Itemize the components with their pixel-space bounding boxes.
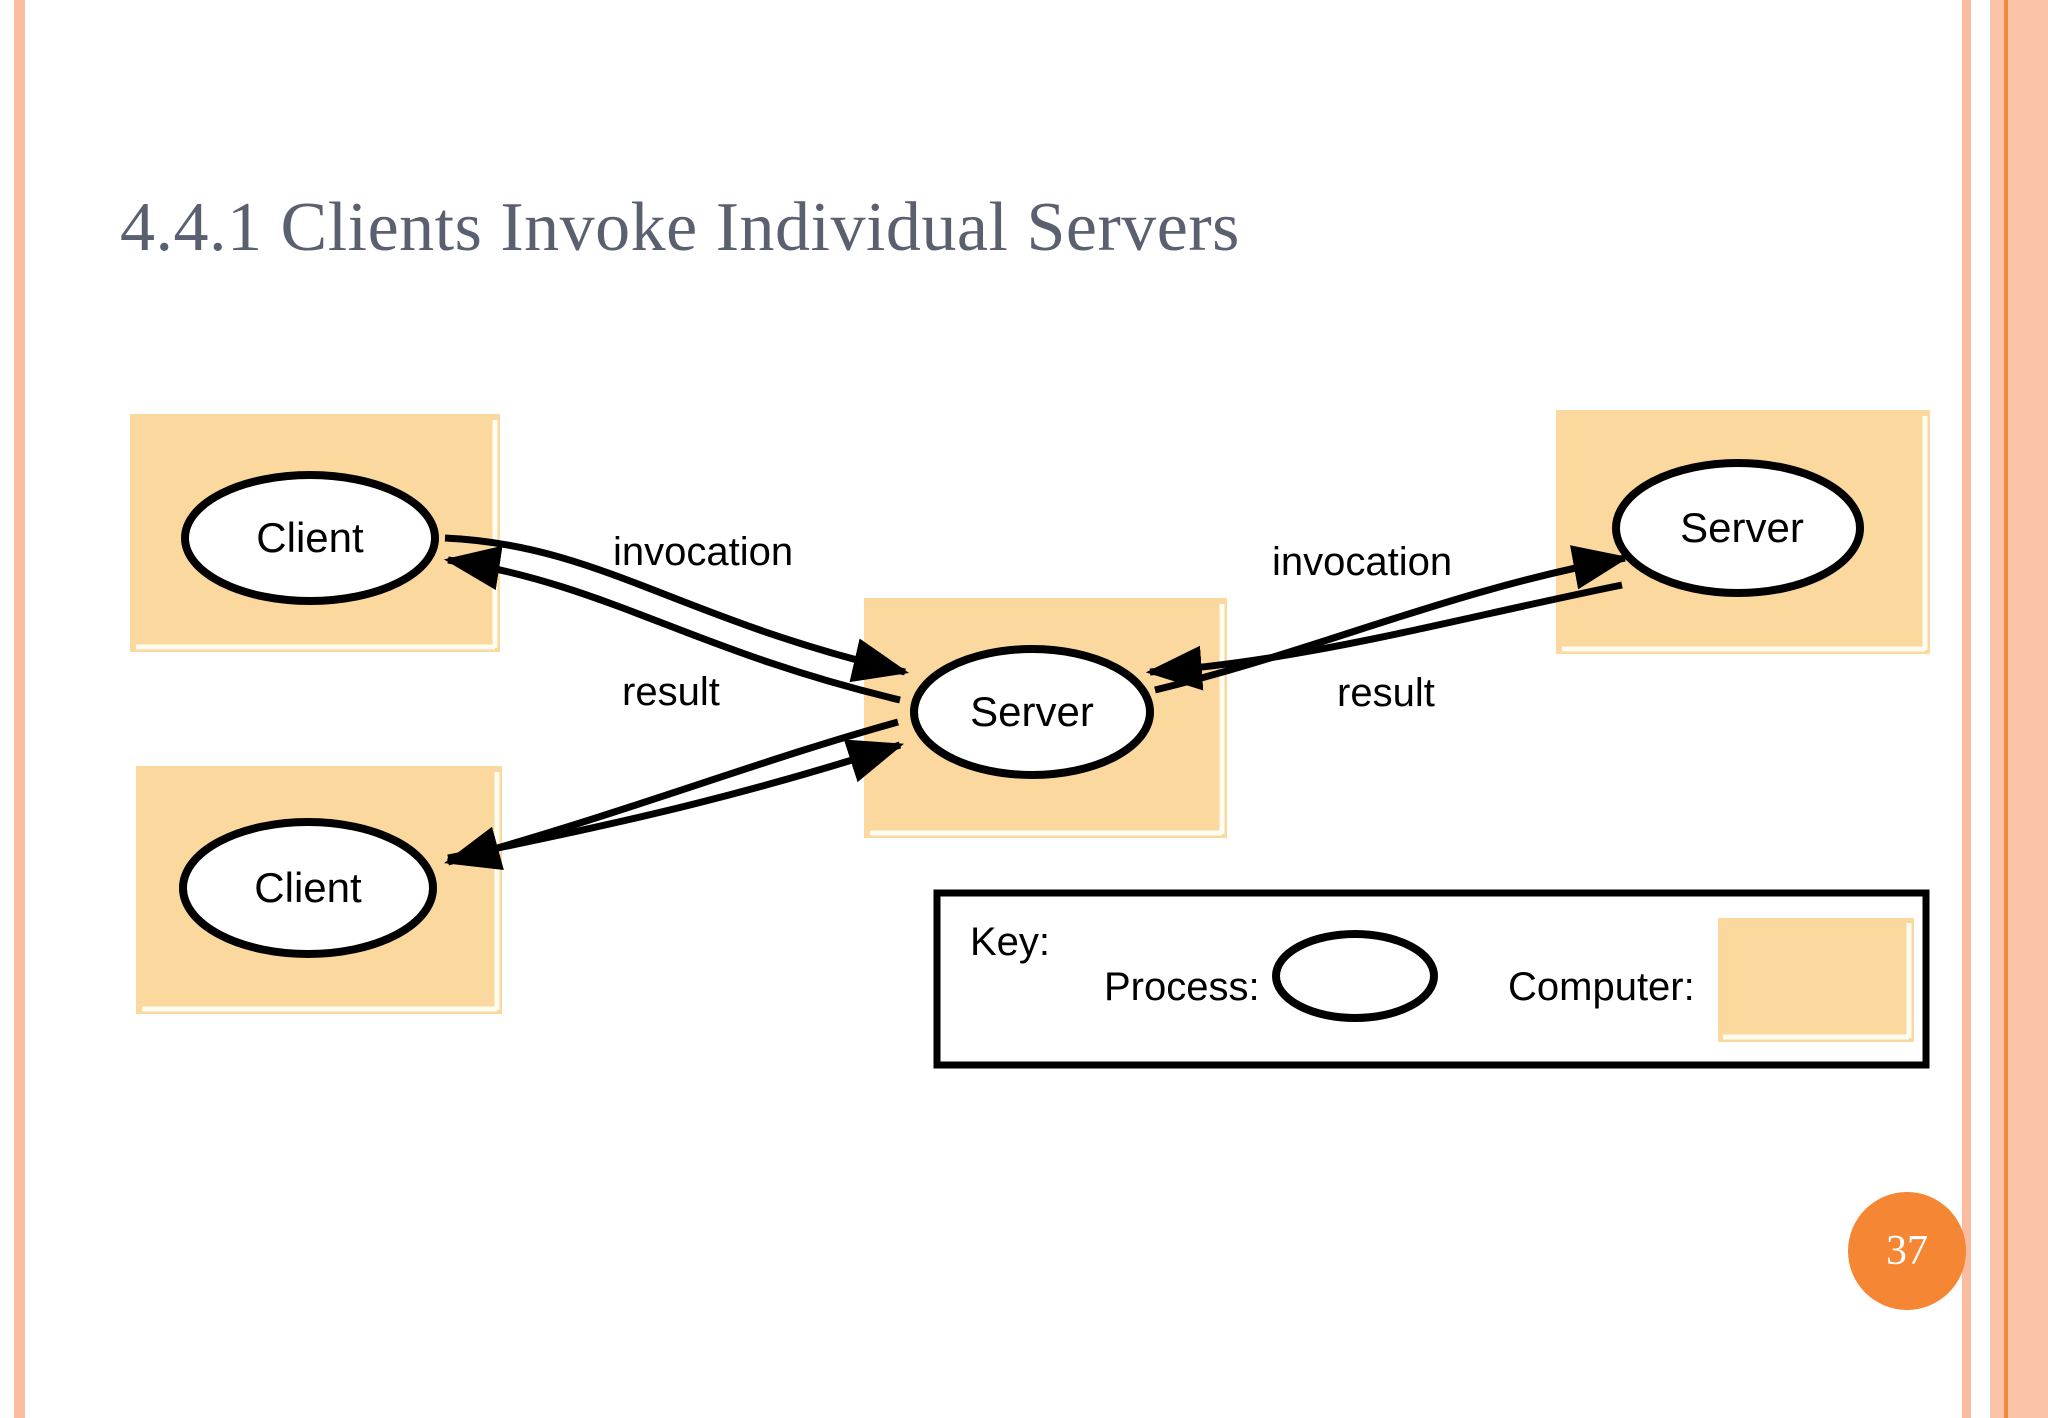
page-title: 4.4.1 Clients Invoke Individual Servers xyxy=(120,189,1240,266)
process-label-client-top: Client xyxy=(256,514,364,561)
key-computer-label: Computer: xyxy=(1508,965,1695,1009)
edge-result-client-bottom xyxy=(443,718,899,870)
right-edge-stripe-3 xyxy=(2020,0,2048,1418)
right-edge-stripe-1 xyxy=(1962,0,1971,1418)
page-number-text: 37 xyxy=(1886,1228,1928,1274)
left-edge-stripe xyxy=(14,0,25,1418)
process-client-top: Client xyxy=(181,471,439,605)
edge-label-invocation-right: invocation xyxy=(1272,540,1452,584)
edge-invocation-server-right xyxy=(1154,545,1630,694)
edge-result-client-top xyxy=(443,545,901,704)
edge-invocation-client-top xyxy=(444,534,910,683)
process-client-bottom: Client xyxy=(179,818,437,958)
key-title: Key: xyxy=(970,920,1050,964)
page-number-badge: 37 xyxy=(1848,1192,1966,1310)
key-process-label: Process: xyxy=(1104,965,1260,1009)
process-label-client-bottom: Client xyxy=(254,864,362,911)
process-server-center: Server xyxy=(910,645,1154,779)
process-label-server-center: Server xyxy=(970,688,1094,735)
edge-result-server-right xyxy=(1145,581,1623,691)
process-label-server-right: Server xyxy=(1680,504,1804,551)
key-legend: Key: Process: Computer: xyxy=(933,889,1930,1069)
right-edge-stripe-accent xyxy=(2004,0,2008,1418)
process-server-right: Server xyxy=(1612,459,1864,597)
edge-label-result-left: result xyxy=(622,670,720,714)
edge-label-result-right: result xyxy=(1337,671,1435,715)
key-process-swatch xyxy=(1272,930,1438,1022)
edge-label-invocation-left: invocation xyxy=(613,530,793,574)
key-computer-swatch xyxy=(1718,918,1914,1042)
